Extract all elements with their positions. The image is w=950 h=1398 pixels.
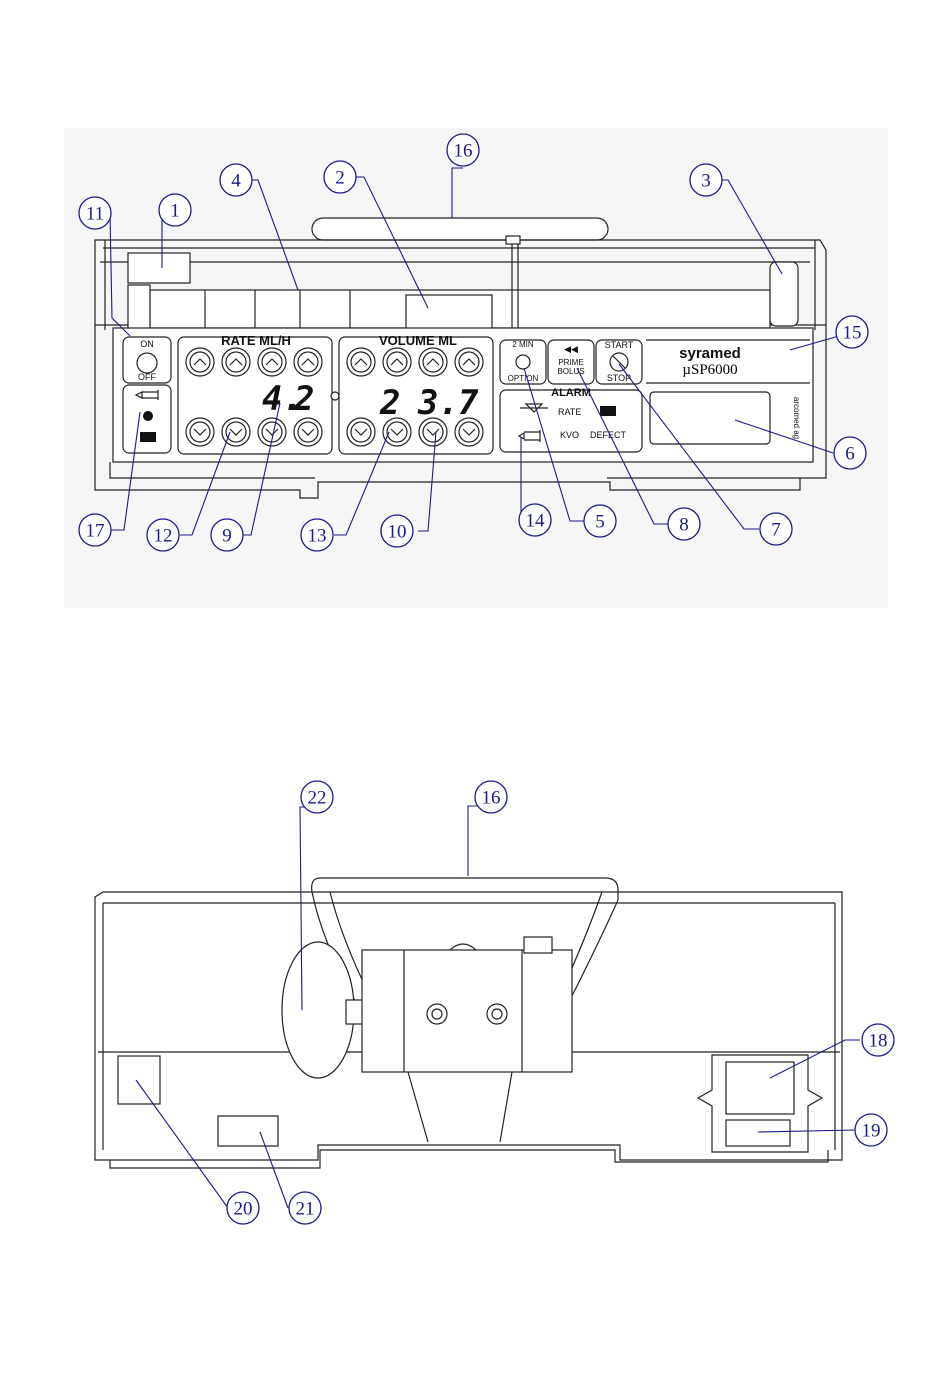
callout-rear-20: 20	[227, 1192, 259, 1224]
svg-text:21: 21	[296, 1199, 315, 1220]
svg-text:16: 16	[482, 788, 501, 809]
alarm-label: ALARM	[551, 387, 591, 399]
svg-text:14: 14	[526, 511, 546, 532]
brand-name: syramed	[679, 345, 741, 362]
rate-down-button-1[interactable]	[186, 418, 214, 446]
two-min-label: 2 MIN	[512, 340, 534, 349]
rear-label-21	[218, 1116, 278, 1146]
callout-front-10: 10	[381, 515, 413, 547]
volume-up-button-4[interactable]	[455, 348, 483, 376]
volume-up-button-3[interactable]	[419, 348, 447, 376]
callout-rear-18: 18	[862, 1024, 894, 1056]
rate-digit-2: 2	[293, 379, 314, 419]
power-icon	[137, 353, 157, 373]
svg-text:15: 15	[843, 323, 862, 344]
volume-up-button-2[interactable]	[383, 348, 411, 376]
drive-block	[362, 950, 572, 1072]
callout-front-4: 4	[220, 164, 252, 196]
svg-text:8: 8	[679, 515, 689, 536]
rate-up-button-2[interactable]	[222, 348, 250, 376]
callout-front-1: 1	[159, 194, 191, 226]
callout-front-16: 16	[447, 134, 479, 166]
label-plate	[650, 392, 770, 444]
callout-front-7: 7	[760, 513, 792, 545]
svg-text:5: 5	[595, 512, 605, 533]
callout-front-12: 12	[147, 519, 179, 551]
svg-text:9: 9	[222, 526, 232, 547]
svg-text:11: 11	[86, 204, 104, 225]
volume-digit-3: 7	[458, 383, 479, 423]
rewind-icon: ◀◀	[564, 344, 578, 354]
option-label: OPTION	[508, 374, 539, 383]
battery-icon	[140, 432, 156, 442]
rear-label-20	[118, 1056, 160, 1104]
prime-label: PRIME	[558, 358, 583, 367]
callout-front-3: 3	[690, 164, 722, 196]
svg-text:12: 12	[154, 526, 173, 547]
model-name: µSP6000	[682, 362, 737, 378]
rate-up-button-1[interactable]	[186, 348, 214, 376]
release-knob[interactable]	[282, 942, 354, 1078]
on-label: ON	[140, 339, 154, 349]
callout-front-8: 8	[668, 508, 700, 540]
power-socket	[726, 1062, 794, 1114]
battery-alarm-icon	[600, 406, 616, 416]
callout-front-15: 15	[836, 316, 868, 348]
svg-text:20: 20	[234, 1199, 253, 1220]
svg-text:13: 13	[308, 526, 327, 547]
rate-alarm-label: RATE	[558, 407, 581, 417]
callout-front-6: 6	[834, 437, 866, 469]
rear-view	[95, 878, 842, 1168]
callout-front-14: 14	[519, 504, 551, 536]
svg-text:2: 2	[335, 168, 345, 189]
svg-text:7: 7	[771, 520, 781, 541]
rate-up-button-3[interactable]	[258, 348, 286, 376]
silence-icon	[516, 355, 530, 369]
volume-digit-1: 2	[379, 383, 400, 423]
callout-front-5: 5	[584, 505, 616, 537]
kvo-alarm-label: KVO	[560, 430, 579, 440]
syringe-clamp	[128, 253, 190, 283]
plunger-block	[406, 295, 492, 329]
svg-text:16: 16	[454, 141, 473, 162]
svg-text:10: 10	[388, 522, 407, 543]
svg-text:17: 17	[86, 521, 105, 542]
rate-up-button-4[interactable]	[294, 348, 322, 376]
support-stand	[408, 1072, 512, 1142]
off-label: OFF	[138, 372, 156, 382]
mains-plug-icon	[143, 411, 153, 421]
clamp-lever	[770, 262, 798, 326]
callout-rear-16: 16	[475, 781, 507, 813]
fuse-holder	[726, 1120, 790, 1146]
volume-up-button-1[interactable]	[347, 348, 375, 376]
callout-front-17: 17	[79, 514, 111, 546]
callout-front-11: 11	[79, 197, 111, 229]
svg-text:6: 6	[845, 444, 855, 465]
svg-text:19: 19	[862, 1121, 881, 1142]
volume-down-button-1[interactable]	[347, 418, 375, 446]
callout-rear-19: 19	[855, 1114, 887, 1146]
svg-text:1: 1	[170, 201, 180, 222]
svg-text:4: 4	[231, 171, 241, 192]
start-label: START	[605, 340, 634, 350]
callout-rear-21: 21	[289, 1192, 321, 1224]
callout-rear-22: 22	[301, 781, 333, 813]
callout-front-13: 13	[301, 519, 333, 551]
callout-front-2: 2	[324, 161, 356, 193]
handle	[312, 218, 608, 240]
rate-down-button-4[interactable]	[294, 418, 322, 446]
svg-text:18: 18	[869, 1031, 888, 1052]
volume-digit-2: 3.	[417, 383, 459, 423]
callout-front-9: 9	[211, 519, 243, 551]
volume-header: VOLUME ML	[379, 333, 457, 348]
svg-text:22: 22	[308, 788, 327, 809]
maker-text: arcomed ag	[792, 397, 801, 439]
svg-text:3: 3	[701, 171, 711, 192]
rate-header: RATE ML/H	[221, 333, 291, 348]
